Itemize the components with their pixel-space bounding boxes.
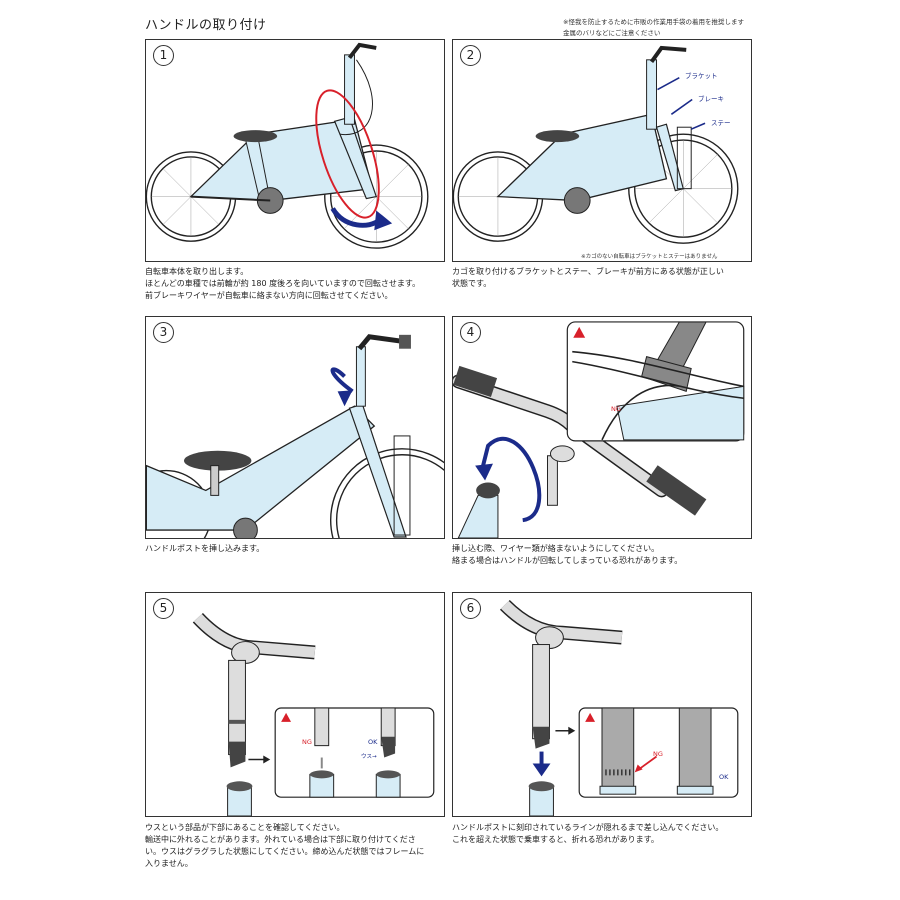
step-4-panel: 4 NG [452,316,752,539]
caption-line: これを超えた状態で乗車すると、折れる恐れがあります。 [452,835,659,844]
step-5-caption: ウスという部品が下部にあることを確認してください。 輸送中に外れることがあります… [145,822,450,870]
brake-label: ブレーキ [698,95,724,103]
caption-line: 挿し込む際、ワイヤー類が絡まないようにしてください。 [452,544,660,553]
step-5-illustration [192,612,435,816]
caption-line: 状態です。 [452,279,492,288]
usu-label: ウス→ [361,754,377,760]
step-number: 5 [153,598,174,619]
bracket-label: ブラケット [685,72,718,80]
step-number: 6 [460,598,481,619]
step-2-illustration [453,45,739,244]
caption-line: 絡まる場合はハンドルが回転してしまっている恐れがあります。 [452,556,683,565]
step-number: 4 [460,322,481,343]
step-3-illustration [146,334,444,538]
step-4-illustration [453,321,745,538]
step-1-illustration [146,42,429,249]
step-2-caption: カゴを取り付けるブラケットとステー、ブレーキが前方にある状態が正しい 状態です。 [452,266,757,290]
step-number: 3 [153,322,174,343]
caption-line: ほとんどの車種では前輪が約 180 度後ろを向いていますので回転させます。 [145,279,421,288]
step-4-caption: 挿し込む際、ワイヤー類が絡まないようにしてください。 絡まる場合はハンドルが回転… [452,543,757,567]
caption-line: カゴを取り付けるブラケットとステー、ブレーキが前方にある状態が正しい [452,267,724,276]
safety-note: ※怪我を防止するために市販の作業用手袋の着用を推奨します 金属のバリなどにご注意… [563,17,744,39]
page-title: ハンドルの取り付け [145,18,267,33]
step-6-illustration [499,599,739,816]
step-number: 1 [153,45,174,66]
step-6-panel: 6 NG OK [452,592,752,817]
stay-label: ステー [711,119,731,127]
caption-line: 前ブレーキワイヤーが自転車に絡まない方向に回転させてください。 [145,291,393,300]
caption-line: い。ウスはグラグラした状態にしてください。締め込んだ状態ではフレームに [145,847,425,856]
step-2-panel: 2 ブラケット ブレーキ ステー ※カゴのない自転車はブラケットとステーはありま… [452,39,752,262]
step-1-panel: 1 [145,39,445,262]
safety-note-line: 金属のバリなどにご注意ください [563,29,661,37]
step-6-caption: ハンドルポストに刻印されているラインが隠れるまで差し込んでください。 これを超え… [452,822,757,846]
safety-note-line: ※怪我を防止するために市販の作業用手袋の着用を推奨します [563,18,744,26]
ng-label: NG [653,750,663,758]
step-2-footnote: ※カゴのない自転車はブラケットとステーはありません [581,254,718,260]
ng-label: NG [611,405,621,413]
ng-label: NG [302,738,312,746]
caption-line: 入りません。 [145,859,193,868]
step-3-panel: 3 [145,316,445,539]
caption-line: ウスという部品が下部にあることを確認してください。 [145,823,345,832]
caption-line: ハンドルポストに刻印されているラインが隠れるまで差し込んでください。 [452,823,724,832]
step-number: 2 [460,45,481,66]
caption-line: 輸送中に外れることがあります。外れている場合は下部に取り付けてくださ [145,835,416,844]
step-5-panel: 5 NG OK ウス→ [145,592,445,817]
ok-label: OK [719,773,729,781]
caption-line: ハンドルポストを挿し込みます。 [145,544,265,553]
ok-label: OK [368,738,378,746]
step-1-caption: 自転車本体を取り出します。 ほとんどの車種では前輪が約 180 度後ろを向いてい… [145,266,450,302]
step-3-caption: ハンドルポストを挿し込みます。 [145,543,450,555]
caption-line: 自転車本体を取り出します。 [145,267,249,276]
